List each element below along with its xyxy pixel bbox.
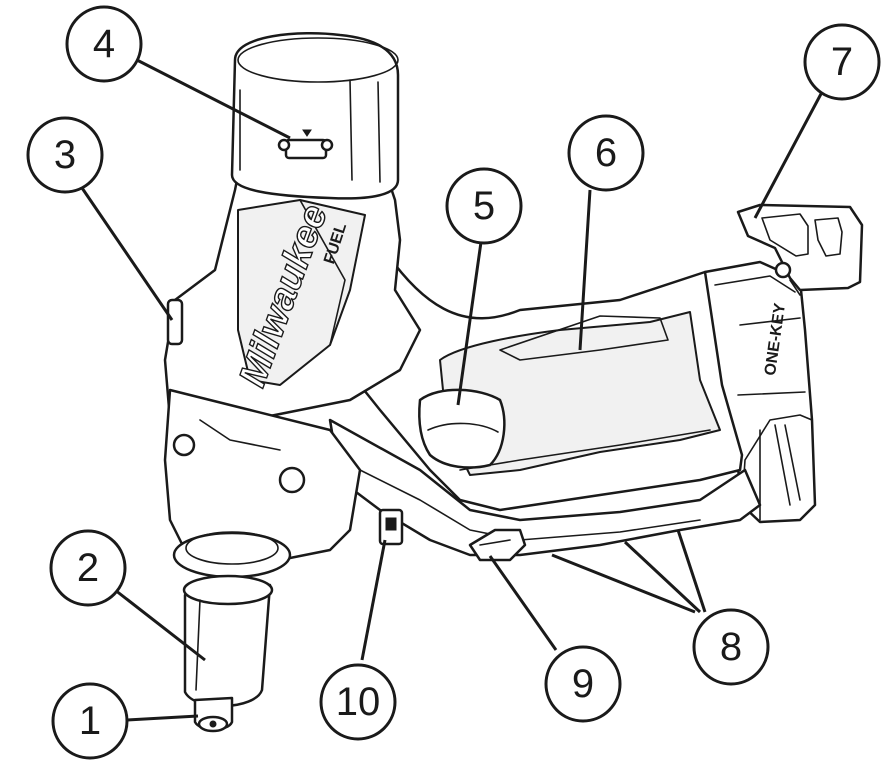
leader-5 [456, 234, 484, 406]
callout-4-label: 4 [93, 22, 115, 66]
leader-6 [578, 189, 592, 351]
front-collar [163, 388, 362, 579]
nose-tip [193, 696, 234, 733]
callout-7: 7 [803, 23, 881, 101]
direction-switch [378, 508, 404, 546]
trigger [418, 388, 506, 469]
callout-2-label: 2 [77, 546, 99, 590]
callout-4: 4 [65, 5, 143, 83]
fuel-gauge-tab [736, 203, 864, 296]
leader-10 [360, 539, 387, 661]
callout-6-label: 6 [595, 131, 617, 175]
leader-lines [78, 56, 824, 722]
leader-8c [676, 529, 707, 613]
leader-4 [132, 56, 291, 140]
leader-8b [623, 540, 702, 614]
callout-1-label: 1 [79, 699, 101, 743]
leader-8a [551, 553, 696, 614]
callout-10-label: 10 [336, 680, 381, 724]
callout-10: 10 [319, 663, 397, 741]
callout-9-label: 9 [572, 662, 594, 706]
callout-2: 2 [49, 529, 127, 607]
callout-5-label: 5 [473, 184, 495, 228]
callout-5: 5 [445, 167, 523, 245]
motor-housing: Milwaukee FUEL [163, 32, 422, 442]
callout-3-label: 3 [54, 133, 76, 177]
callout-3: 3 [26, 116, 104, 194]
belt-clip [468, 528, 527, 562]
leader-7 [753, 91, 824, 219]
leader-2 [114, 588, 206, 662]
side-switch [166, 298, 184, 346]
callout-8: 8 [692, 608, 770, 686]
leader-1 [126, 714, 199, 722]
nosepiece [182, 574, 274, 708]
callout-7-label: 7 [831, 40, 853, 84]
callout-8-label: 8 [720, 625, 742, 669]
leader-9 [488, 555, 558, 651]
leader-3 [78, 184, 174, 321]
callout-1: 1 [51, 682, 129, 760]
callout-6: 6 [567, 114, 645, 192]
callout-9: 9 [544, 645, 622, 723]
